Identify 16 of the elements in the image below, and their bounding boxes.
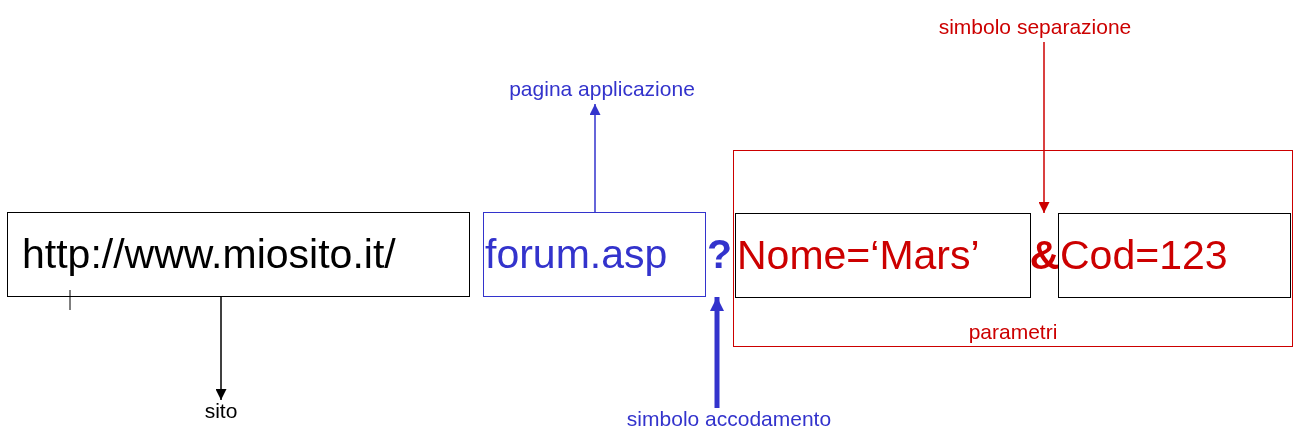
arrow — [710, 297, 724, 408]
url-segment-box: http://www.miosito.it/ — [7, 212, 470, 297]
arrow — [1038, 41, 1050, 214]
annotation-label: sito — [196, 400, 246, 426]
parameters-frame — [733, 150, 1293, 347]
url-segment-box: forum.asp — [483, 212, 706, 297]
question-mark: ? — [706, 212, 733, 297]
url-segment-box: Nome=‘Mars’ — [735, 213, 1031, 298]
frame-title: parametri — [967, 321, 1059, 342]
arrow — [215, 296, 227, 401]
arrow — [589, 103, 601, 213]
url-segment-box: Cod=123 — [1058, 213, 1291, 298]
annotation-label: simbolo separazione — [902, 16, 1168, 42]
ampersand: & — [1031, 213, 1058, 298]
annotation-label: pagina applicazione — [474, 78, 730, 104]
annotation-label: simbolo accodamento — [584, 408, 874, 432]
